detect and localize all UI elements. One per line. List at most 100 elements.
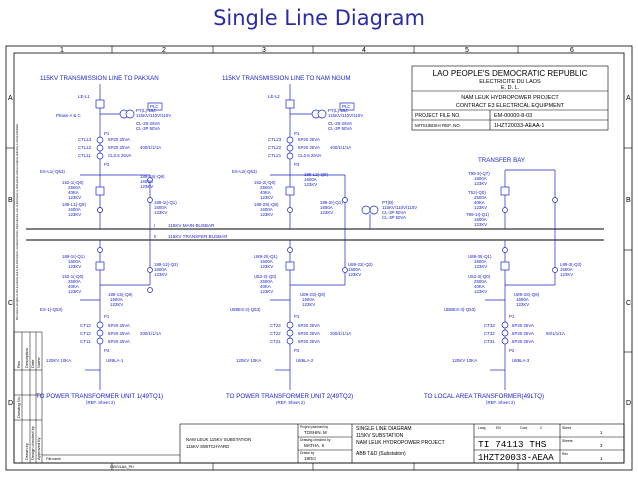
bay1-ct-val: 5P20 25VA xyxy=(108,137,130,142)
tb-title3: NAM LEUK HYDROPOWER PROJECT xyxy=(356,440,445,446)
bay1-ref: (REF. Sheet 2) xyxy=(86,400,115,405)
bay1-ds-a: 189-1S(-Q8) xyxy=(140,174,165,179)
bay1-cb: 123KV xyxy=(68,195,81,200)
doc-label: Drawing No. xyxy=(16,396,21,418)
bay3-ds-low: 1600A xyxy=(474,259,487,264)
grid-row-label: B xyxy=(626,197,631,204)
tb-date: 19Oct xyxy=(304,456,316,461)
bay2-ct-low-id: CT23 xyxy=(270,323,281,328)
bay2-ds-line: 189-L2(-Q9) xyxy=(304,172,328,177)
bay1-ct-id: CTL11 xyxy=(78,153,91,158)
bay3-ds-tr: 1600A xyxy=(516,297,529,302)
bay3-ds-main2: L89-3(-Q2) xyxy=(560,262,582,267)
bay3-ct-low-ratio: 50/1/1/1A xyxy=(546,331,565,336)
bay1-ct-val: CL0.5 25VA xyxy=(108,153,131,158)
left-revision-strip xyxy=(13,331,43,464)
bay3-cb-low: 123KV xyxy=(474,289,487,294)
bay1-cb: 40KA xyxy=(68,190,79,195)
bay3-ds-tr: 123KV xyxy=(516,302,529,307)
bay2-pt-bus: CL-3P 50VA xyxy=(382,210,406,215)
transfer-bay-title: TRANSFER BAY xyxy=(478,157,525,164)
bay2-cb: 152-2(-Q0) xyxy=(254,180,276,185)
revision-header: Rev xyxy=(16,361,21,368)
header-contract: CONTRACT E3 ELECTRICAL EQUIPMENT xyxy=(456,103,565,109)
bay1-ds-tr: 1600A xyxy=(110,297,123,302)
bay2-ct-id: CTL21 xyxy=(268,153,282,158)
bay3-ct-low-id: CT32 xyxy=(484,331,495,336)
bay2-ds-line: 123KV xyxy=(304,182,317,187)
bay2-es-low: U89ES-2(-Q53) xyxy=(230,307,261,312)
bay2-ct-val: 5P20 25VA xyxy=(298,145,320,150)
bay1-p1b: P1 xyxy=(104,314,110,319)
bay1-pt: PT(L)-15J xyxy=(136,108,156,113)
tb-checked: MATHA. S xyxy=(304,443,324,448)
bay1-ds: 123KV xyxy=(68,212,81,217)
doc-label: Approved by xyxy=(36,438,41,460)
bay3-ds-b: 1600A xyxy=(474,217,487,222)
grid-row-label: B xyxy=(8,197,13,204)
bay3-cb: 2500A xyxy=(474,195,487,200)
bay3-ds-a: T89-3(-Q7) xyxy=(468,171,490,176)
bay3-cb: 123KV xyxy=(474,205,487,210)
bay3-ds-tr: U89-3S(-Q8) xyxy=(514,292,540,297)
plc-box xyxy=(147,102,163,111)
tb-substation: NAM LEUK 115KV SUBSTATION xyxy=(186,437,251,442)
bay2-plc: PLC xyxy=(342,104,351,109)
bay1-ct-low-val: 5P20 25VA xyxy=(108,339,130,344)
bay1-plc: PLC xyxy=(150,104,159,109)
main-busbar-label: 115KV MAIN BUSBAR xyxy=(168,223,215,228)
bay2-ds-low: 1600A xyxy=(260,259,273,264)
bay1-cb: 2500A xyxy=(68,185,81,190)
header-block xyxy=(411,65,609,131)
bay3-destination: TO LOCAL AREA TRANSFORMER(49LTQ) xyxy=(424,393,544,400)
grid-col-label: 6 xyxy=(570,47,574,54)
grid-col-label: 4 xyxy=(362,47,366,54)
header-org2: ELECTRICITE DU LAOS xyxy=(479,79,541,85)
bay3-la: 120KV 10KA xyxy=(452,358,477,363)
bay2-ds-a: 189-2S(-Q8) xyxy=(254,202,279,207)
bay2-ct-low-val: 5P20 25VA xyxy=(298,339,320,344)
bay2-ct-id: CTL22 xyxy=(268,145,282,150)
bay1-la: 120KV 10KA xyxy=(46,358,71,363)
bay2-cb: 40KA xyxy=(260,190,271,195)
bay1-ds-b: 123KV xyxy=(154,210,167,215)
tb-title1: SINGLE LINE DIAGRAM xyxy=(356,426,412,432)
bay3-ref: (REF. Sheet 2) xyxy=(486,400,515,405)
bay3-ds-main2: 123KV xyxy=(560,272,573,277)
bay3-ct-low-val: 5P20 25VA xyxy=(512,339,534,344)
bay1-ct-low-val: 5P20 25VA xyxy=(108,323,130,328)
bay1-ds-main2: 189-12(-Q2) xyxy=(154,262,178,267)
bay2-ds-a: 1600A xyxy=(260,207,273,212)
bay3-ds-b: T89-1I(-Q1) xyxy=(466,212,489,217)
bay1-ds: 1600A xyxy=(68,207,81,212)
slide-title: Single Line Diagram xyxy=(213,6,425,30)
bay2-cb-low: 123KV xyxy=(260,289,273,294)
bay3-cb: T52(-Q0) xyxy=(468,190,486,195)
bay1-destination: TO POWER TRANSFORMER UNIT 1(49TQ1) xyxy=(36,393,163,400)
tb-of: 3 xyxy=(600,443,603,448)
bay2-pt-bus: 115KV/110V/110V xyxy=(382,205,417,210)
bay2-ds-low: U89-2I(-Q1) xyxy=(254,254,278,259)
bay2-pt: 115KV/110V/110V xyxy=(328,113,363,118)
copyright-note: We reserve all rights in this document a… xyxy=(15,123,19,320)
header-org3: E. D. L. xyxy=(501,85,520,91)
header-ref-no: 1HZT20033-AEAA-1 xyxy=(494,123,544,129)
bay1-ct-low-id: CT12 xyxy=(80,323,91,328)
grid-row-label: C xyxy=(8,300,13,307)
feeder-title-pakxan: 115KV TRANSMISSION LINE TO PAKXAN xyxy=(40,75,159,82)
bay1-ds-tr: 123KV xyxy=(110,302,123,307)
bay2-ds-low: 123KV xyxy=(260,264,273,269)
grid-row-label: C xyxy=(626,300,631,307)
grid-row-label: D xyxy=(8,400,13,407)
bay2-cb-low: U52-2(-Q0) xyxy=(254,274,277,279)
bay1-ds-b: 189-1I(-Q1) xyxy=(154,200,177,205)
bay1-ct-low-ratio: 200/1/1/1A xyxy=(140,331,161,336)
bay1-pt: 115KV/110V/110V xyxy=(136,113,171,118)
bay2-ct-side: CL-3P 50VA xyxy=(328,126,352,131)
bay2-cb: 123KV xyxy=(260,195,273,200)
bay1-cb-low: 40KA xyxy=(68,284,79,289)
tb-of-label: Sheets xyxy=(562,439,573,443)
bay2-ds-b: 123KV xyxy=(320,210,333,215)
bay1-cb: 152-1(-Q0) xyxy=(62,180,84,185)
bay1-es-low: ES-1(-Q53) xyxy=(40,307,63,312)
